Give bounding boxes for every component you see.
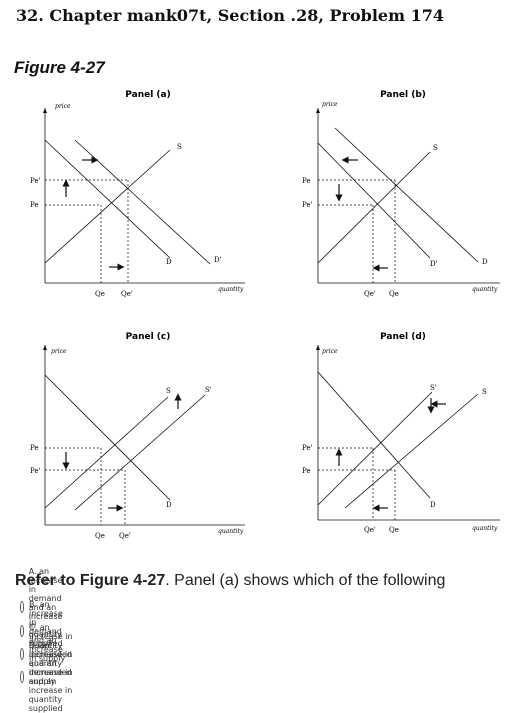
question-body: . Panel (a) shows which of the following [165, 572, 446, 589]
panel-d-price-2: Pe [302, 467, 311, 475]
panel-a: Panel (a) price quantity S D D' Pe' Pe Q… [30, 90, 245, 298]
panel-c: Panel (c) price quantity S S' D Pe Pe' Q… [30, 332, 245, 540]
option-a[interactable]: A. an increase in demand and an increase… [20, 567, 71, 648]
option-c-radio[interactable] [20, 648, 25, 660]
option-a-label: A. an increase in demand and an increase… [28, 566, 63, 648]
figure-title: Figure 4-27 [14, 58, 105, 77]
panel-c-x-axis: quantity [218, 528, 244, 535]
option-b-label: B. an increase in demand and an increase… [29, 599, 66, 663]
option-d-radio[interactable] [20, 671, 24, 683]
panel-b-x-axis: quantity [472, 286, 498, 293]
option-a-radio[interactable] [20, 601, 24, 613]
panel-b-qty-1: Qe' [364, 290, 376, 298]
panel-a-curve-s: S [177, 143, 182, 151]
panel-b-qty-2: Qe [389, 290, 399, 298]
panel-c-qty-1: Qe [95, 532, 105, 540]
option-c-label: C. an increase in quantity demanded and … [29, 622, 73, 686]
panel-b-price-2: Pe' [302, 201, 313, 209]
panel-a-x-axis: quantity [218, 286, 244, 293]
panel-b-curve-d: D [482, 258, 488, 266]
panel-d-y-axis: price [322, 348, 338, 355]
panel-c-curve-s-prime: S' [205, 386, 212, 394]
panel-c-qty-2: Qe' [119, 532, 131, 540]
panel-c-price-1: Pe [30, 444, 39, 452]
panel-d-price-1: Pe' [302, 444, 313, 452]
panel-c-curve-d: D [166, 501, 172, 509]
panel-c-label: Panel (c) [126, 332, 171, 342]
question-text: Refer to Figure 4-27. Panel (a) shows wh… [15, 572, 445, 590]
option-c[interactable]: C. an increase in quantity demanded and … [20, 623, 80, 686]
panel-a-price-2: Pe [30, 201, 39, 209]
panel-a-label: Panel (a) [125, 90, 170, 100]
panel-d-label: Panel (d) [380, 332, 426, 342]
panel-b-price-1: Pe [302, 177, 311, 185]
panel-a-qty-2: Qe' [121, 290, 133, 298]
panel-c-price-2: Pe' [30, 467, 41, 475]
panel-b-y-axis: price [322, 101, 338, 108]
option-b[interactable]: B. an increase in demand and an increase… [20, 600, 71, 663]
option-b-radio[interactable] [20, 625, 25, 637]
panel-b-label: Panel (b) [380, 90, 426, 100]
panel-a-curve-d: D [166, 258, 172, 266]
panel-a-qty-1: Qe [95, 290, 105, 298]
panel-c-curve-s: S [166, 387, 171, 395]
panel-a-price-1: Pe' [30, 177, 41, 185]
option-d-label: D. an increase in quantity demanded and … [28, 641, 73, 713]
panel-d: Panel (d) price quantity S' S D Pe' Pe Q… [302, 332, 500, 534]
problem-title: 32. Chapter mank07t, Section .28, Proble… [16, 6, 444, 25]
question-lead: Refer to Figure 4-27 [15, 572, 166, 589]
option-d[interactable]: D. an increase in quantity demanded and … [20, 641, 80, 713]
panel-b-curve-s: S [433, 144, 438, 152]
panel-b: Panel (b) price quantity S D' D Pe Pe' Q… [302, 90, 500, 298]
figure-panels: Panel (a) price quantity S D D' Pe' Pe Q… [30, 90, 500, 540]
panel-d-qty-2: Qe [389, 526, 399, 534]
panel-a-curve-d-prime: D' [214, 256, 222, 264]
panel-c-y-axis: price [51, 348, 67, 355]
panel-b-curve-d-prime: D' [430, 260, 438, 268]
panel-a-y-axis: price [55, 103, 71, 110]
panel-d-curve-s-prime: S' [430, 384, 437, 392]
panel-d-curve-d: D [430, 501, 436, 509]
panel-d-x-axis: quantity [472, 525, 498, 532]
panel-d-curve-s: S [482, 388, 487, 396]
panel-d-qty-1: Qe' [364, 526, 376, 534]
